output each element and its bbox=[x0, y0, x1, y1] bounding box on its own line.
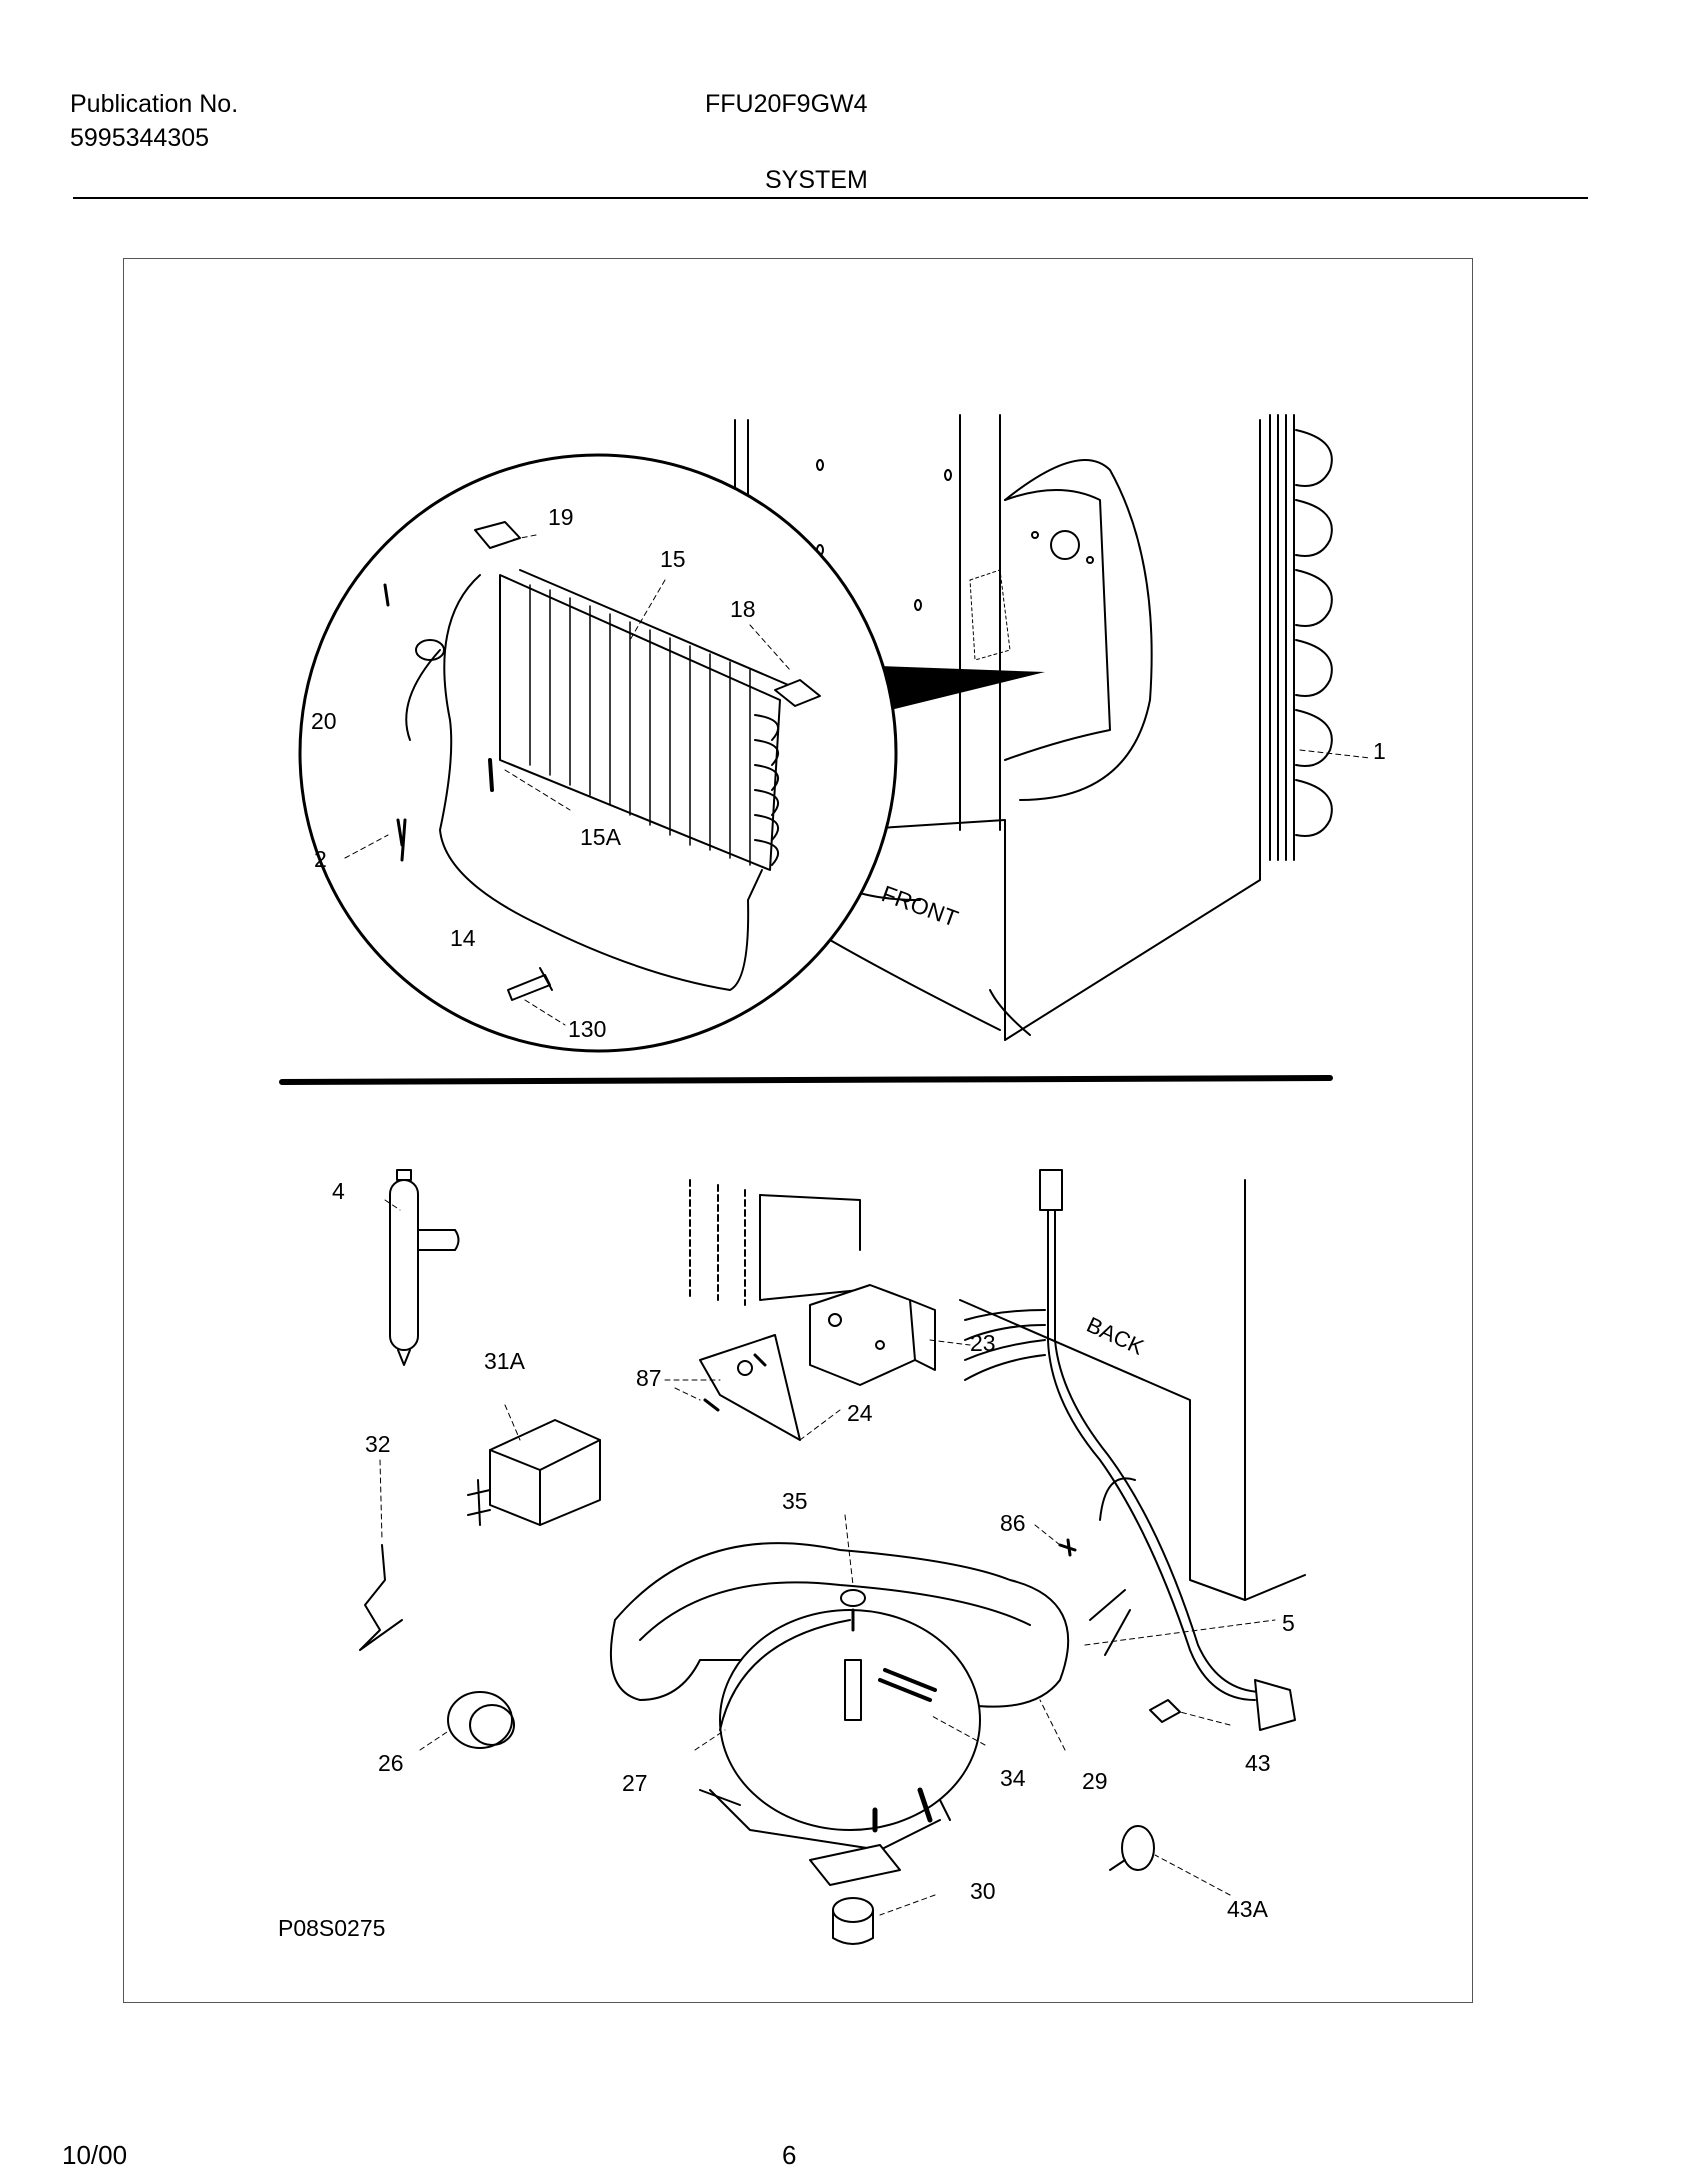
relay-drawing bbox=[467, 1419, 601, 1526]
callout-18: 18 bbox=[730, 596, 756, 622]
filter-drier-drawing bbox=[389, 1169, 460, 1366]
evaporator-detail-drawing bbox=[298, 453, 898, 1053]
callout-4: 4 bbox=[332, 1178, 345, 1204]
callout-24: 24 bbox=[847, 1400, 873, 1426]
diagram-frame bbox=[123, 258, 1473, 2003]
callout-32: 32 bbox=[365, 1431, 391, 1457]
screw-drawing bbox=[1058, 1538, 1077, 1557]
condenser-coil-drawing bbox=[1269, 414, 1333, 861]
projection-wedge bbox=[850, 665, 1045, 720]
page-number: 6 bbox=[782, 2140, 797, 2170]
footer-date: 10/00 bbox=[62, 2140, 128, 2170]
callout-35: 35 bbox=[782, 1488, 808, 1514]
clamp-drawing bbox=[1109, 1699, 1181, 1871]
callout-27: 30 bbox=[970, 1878, 996, 1904]
grommet-drawing bbox=[832, 1897, 874, 1945]
callout-19: 19 bbox=[548, 504, 574, 530]
callout-43a: 43A bbox=[1227, 1896, 1268, 1922]
wire-harness-drawing bbox=[359, 1544, 403, 1651]
callout-23: 23 bbox=[970, 1330, 996, 1356]
callout-1: 1 bbox=[1373, 738, 1386, 764]
front-orientation-label: FRONT bbox=[878, 880, 961, 932]
callout-87: 87 bbox=[636, 1365, 662, 1391]
defrost-timer-drawing bbox=[809, 1284, 936, 1386]
callout-15: 15 bbox=[660, 546, 686, 572]
back-orientation-label: BACK bbox=[1083, 1312, 1148, 1360]
callout-15a: 15A bbox=[580, 824, 621, 850]
callout-5: 5 bbox=[1282, 1610, 1295, 1636]
header-rule bbox=[73, 197, 1588, 199]
callout-14: 14 bbox=[450, 925, 476, 951]
callout-30: 31A bbox=[484, 1348, 525, 1374]
drawing-code: P08S0275 bbox=[278, 1915, 386, 1941]
cabinet-back-drawing bbox=[689, 1179, 1306, 1601]
callout-34: 34 bbox=[1000, 1765, 1026, 1791]
section-title: SYSTEM bbox=[765, 166, 868, 194]
cover-drawing bbox=[447, 1691, 515, 1749]
callout-20: 20 bbox=[311, 708, 337, 734]
power-cord-drawing bbox=[964, 1169, 1296, 1731]
callout-31a: 29 bbox=[1082, 1768, 1108, 1794]
callout-86: 86 bbox=[1000, 1510, 1026, 1536]
compressor-drawing bbox=[609, 1542, 1070, 1886]
bracket-drawing bbox=[699, 1334, 801, 1441]
callout-130: 130 bbox=[568, 1016, 607, 1042]
publication-label: Publication No. bbox=[70, 90, 239, 118]
section-divider bbox=[279, 1075, 1333, 1085]
callout-leader-lines bbox=[344, 534, 1371, 1916]
publication-number: 5995344305 bbox=[70, 124, 210, 152]
callout-43: 43 bbox=[1245, 1750, 1271, 1776]
callout-29: 27 bbox=[622, 1770, 648, 1796]
callout-2: 2 bbox=[314, 846, 327, 872]
model-number: FFU20F9GW4 bbox=[705, 90, 868, 118]
callout-26: 26 bbox=[378, 1750, 404, 1776]
